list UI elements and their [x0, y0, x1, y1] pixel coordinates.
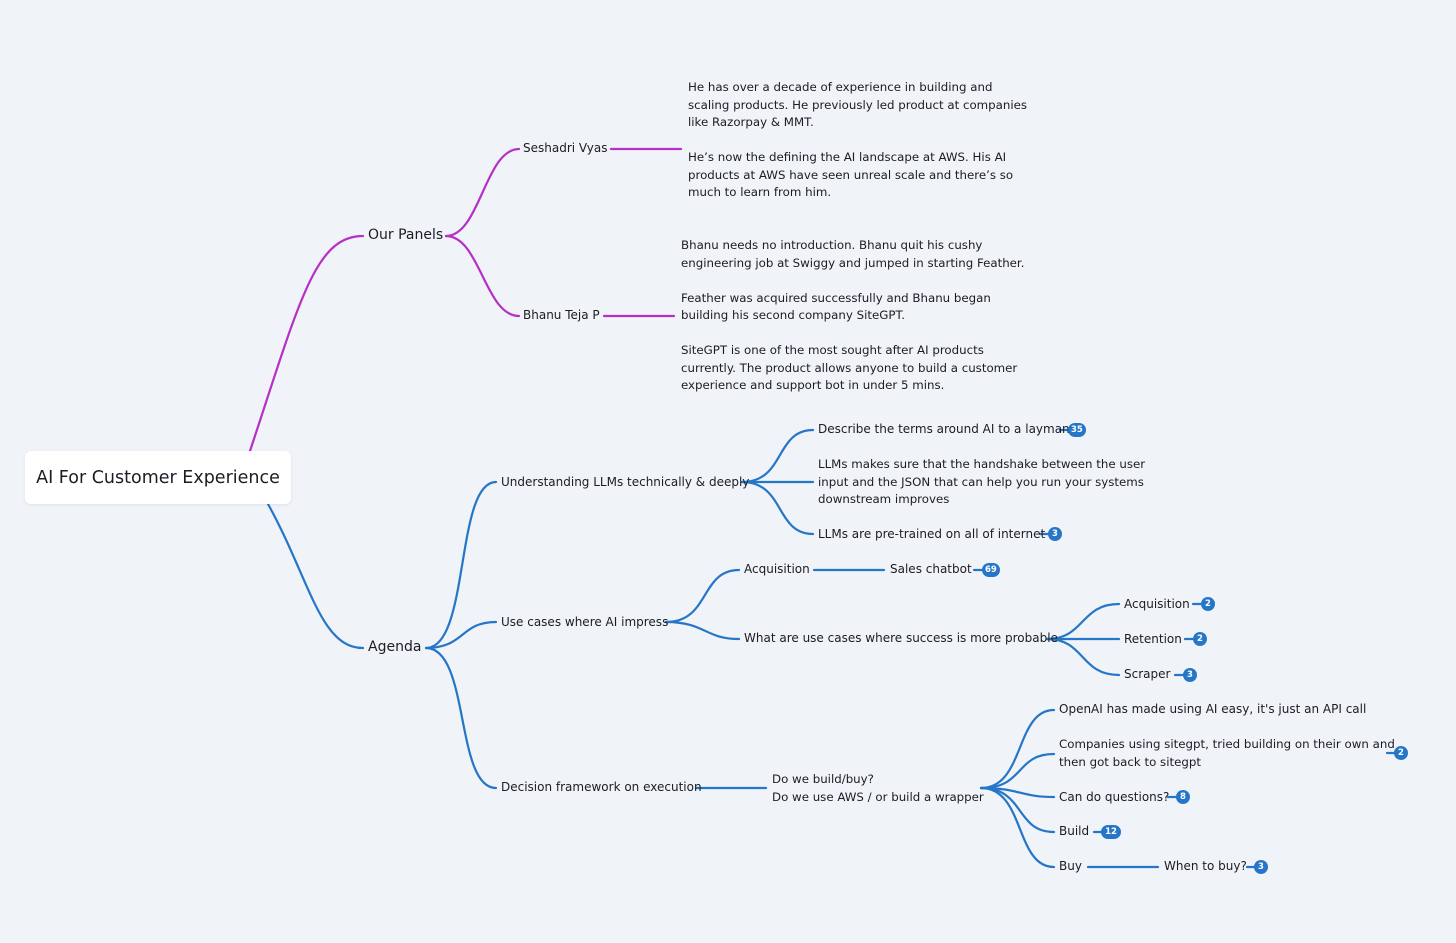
node-agenda[interactable]: Agenda	[368, 639, 422, 655]
node-our-panels[interactable]: Our Panels	[368, 227, 444, 243]
count-badge[interactable]: 2	[1201, 597, 1215, 611]
node-build-buy-question[interactable]: Do we build/buy? Do we use AWS / or buil…	[772, 772, 984, 804]
connector-llms-describe	[740, 428, 815, 484]
count-badge[interactable]: 2	[1394, 746, 1408, 760]
connector-question-companies	[979, 752, 1056, 790]
node-acquisition-2[interactable]: Acquisition	[1124, 597, 1190, 611]
node-bhanu-teja[interactable]: Bhanu Teja P	[523, 308, 600, 322]
connector-root-agenda	[266, 502, 365, 650]
node-can-do-questions[interactable]: Can do questions?	[1059, 790, 1170, 804]
node-buy[interactable]: Buy	[1059, 859, 1082, 873]
count-badge[interactable]: 8	[1176, 790, 1190, 804]
count-badge[interactable]: 2	[1193, 632, 1207, 646]
connector-question-openai	[979, 708, 1056, 790]
root-title: AI For Customer Experience	[36, 467, 280, 488]
node-openai-easy[interactable]: OpenAI has made using AI easy, it's just…	[1059, 702, 1367, 716]
count-badge[interactable]: 3	[1183, 668, 1197, 682]
connector-probable-scraper	[1045, 637, 1121, 677]
note-seshadri-bio[interactable]: He has over a decade of experience in bu…	[688, 80, 1028, 199]
node-acquisition[interactable]: Acquisition	[744, 562, 810, 576]
count-badge[interactable]: 12	[1101, 825, 1121, 839]
node-retention[interactable]: Retention	[1124, 632, 1182, 646]
note-bhanu-bio[interactable]: Bhanu needs no introduction. Bhanu quit …	[681, 238, 1025, 392]
node-understanding-llms[interactable]: Understanding LLMs technically & deeply	[501, 475, 750, 489]
connector-question-buy	[979, 786, 1056, 869]
connector-llms-pretrained	[740, 480, 815, 536]
node-describe-terms[interactable]: Describe the terms around AI to a layman	[818, 422, 1070, 436]
node-companies-sitegpt[interactable]: Companies using sitegpt, tried building …	[1059, 737, 1395, 769]
count-badge[interactable]: 35	[1068, 423, 1086, 437]
node-llms-pretrained[interactable]: LLMs are pre-trained on all of internet	[818, 527, 1046, 541]
node-when-to-buy[interactable]: When to buy?	[1164, 859, 1247, 873]
connector-probable-acquisition	[1045, 602, 1121, 641]
connector-usecases-acquisition	[664, 568, 741, 624]
root-node[interactable]: AI For Customer Experience	[25, 451, 291, 504]
node-llm-handshake[interactable]: LLMs makes sure that the handshake betwe…	[818, 457, 1146, 506]
connector-root-panels	[248, 234, 365, 453]
node-use-cases[interactable]: Use cases where AI impress	[501, 615, 669, 629]
connector-panels-seshadri	[444, 147, 521, 238]
connector-usecases-probable	[664, 620, 741, 641]
node-sales-chatbot[interactable]: Sales chatbot	[890, 562, 972, 576]
node-build[interactable]: Build	[1059, 824, 1090, 838]
connector-panels-bhanu	[444, 234, 521, 318]
node-decision-framework[interactable]: Decision framework on execution	[501, 780, 702, 794]
connector-agenda-llms	[424, 480, 498, 650]
count-badge[interactable]: 3	[1048, 527, 1062, 541]
node-scraper[interactable]: Scraper	[1124, 667, 1171, 681]
count-badge[interactable]: 3	[1254, 860, 1268, 874]
connector-agenda-decision	[424, 646, 498, 790]
node-seshadri-vyas[interactable]: Seshadri Vyas	[523, 141, 608, 155]
node-success-probable[interactable]: What are use cases where success is more…	[744, 631, 1058, 645]
connector-agenda-usecases	[424, 620, 498, 650]
count-badge[interactable]: 69	[982, 563, 1000, 577]
